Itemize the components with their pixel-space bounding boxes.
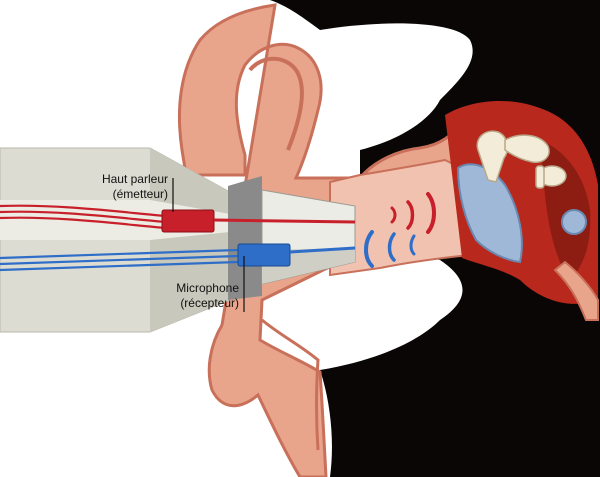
microphone-label-line2: (récepteur) — [180, 296, 239, 310]
speaker-label-line2: (émetteur) — [112, 187, 168, 201]
returned-sound-wave — [364, 230, 416, 268]
ear-fold — [248, 56, 304, 151]
microphone-label-line1: Microphone — [176, 281, 239, 295]
eustachian-tube — [553, 260, 599, 321]
ossicles-icon — [476, 130, 567, 189]
probe-side-shade — [150, 148, 230, 332]
probe-tip-dark — [228, 176, 262, 300]
speaker-tube — [213, 218, 356, 224]
microphone-tube — [289, 246, 356, 254]
speaker-label-line1: Haut parleur — [101, 172, 168, 186]
microphone-device — [237, 243, 291, 267]
microphone-wires — [0, 248, 239, 272]
round-window — [561, 209, 587, 235]
speaker-label: Haut parleur (émetteur) — [102, 172, 168, 202]
speaker-device — [161, 209, 215, 233]
speaker-wires — [0, 204, 166, 230]
emitted-sound-wave — [390, 192, 436, 234]
microphone-label: Microphone (récepteur) — [176, 281, 239, 311]
ear-lobe-fold — [261, 318, 320, 451]
